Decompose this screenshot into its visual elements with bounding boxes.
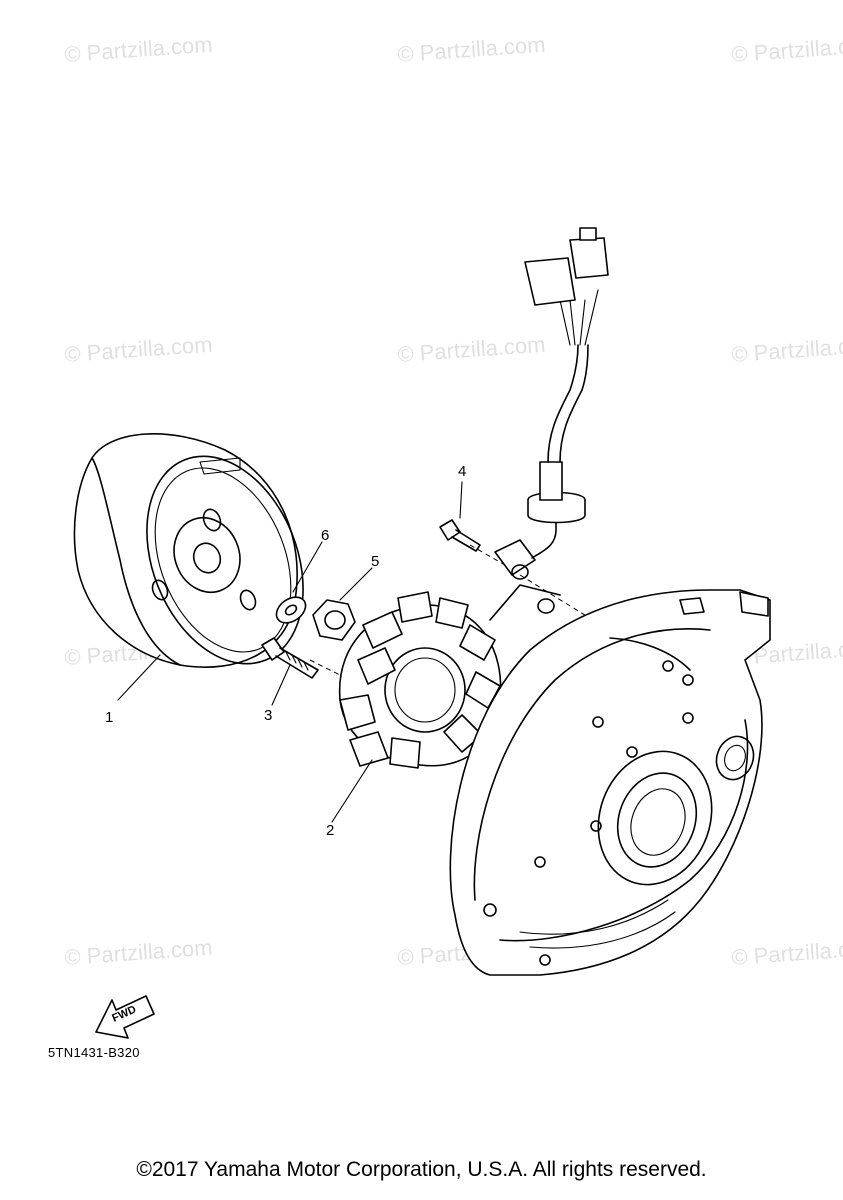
watermark-text: © Partzilla.com (64, 935, 214, 970)
callout-3: 3 (264, 707, 272, 724)
crankcase-cover (449, 589, 771, 976)
callout-1: 1 (105, 709, 113, 726)
watermark-text: © Partzilla.com (64, 332, 214, 367)
watermark-text: © Partzilla.com (64, 32, 214, 67)
diagram-code: 5TN1431-B320 (48, 1045, 140, 1060)
nut (312, 567, 373, 641)
watermark-text: © Partzilla.com (397, 32, 547, 67)
watermark-text: © Partzilla.com (397, 332, 547, 367)
copyright-notice: ©2017 Yamaha Motor Corporation, U.S.A. A… (136, 1158, 707, 1181)
callouts: 1 2 3 4 5 6 (105, 463, 466, 839)
washer (275, 541, 323, 624)
watermarks: © Partzilla.com © Partzilla.com © Partzi… (64, 32, 843, 970)
callout-5: 5 (371, 553, 379, 570)
callout-2: 2 (326, 822, 334, 839)
watermark-text: © Partzilla.com (731, 32, 843, 67)
watermark-text: © Partzilla.com (731, 935, 843, 970)
watermark-text: © Partzilla.com (731, 332, 843, 367)
stator (331, 591, 502, 823)
pickup-coil-harness (439, 227, 609, 621)
callout-4: 4 (458, 463, 466, 480)
bolt (261, 637, 319, 706)
callout-6: 6 (321, 527, 329, 544)
fwd-arrow-icon: FWD (95, 995, 155, 1039)
